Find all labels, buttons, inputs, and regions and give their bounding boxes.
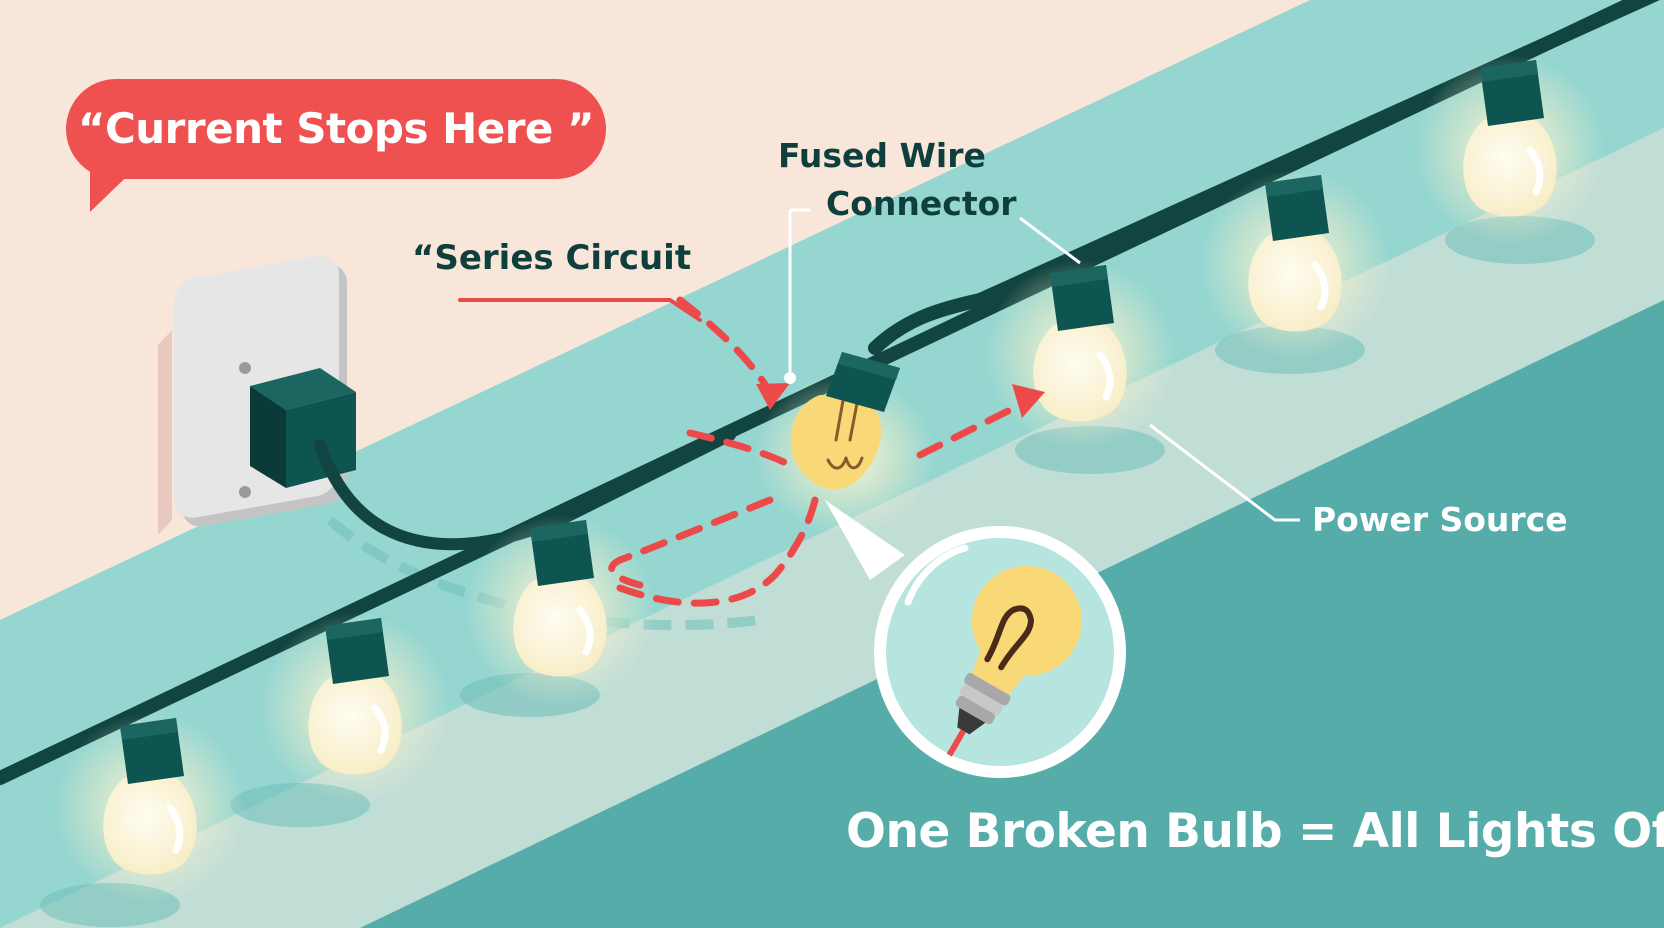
plug-icon	[250, 368, 356, 488]
light-bulb-icon	[465, 515, 655, 705]
label-series-circuit: “Series Circuit	[412, 238, 692, 278]
light-bulb-icon	[55, 713, 245, 903]
leader-lines	[458, 208, 1300, 522]
current-flow-arrows	[608, 296, 1024, 607]
caption: One Broken Bulb = All Lights Off	[846, 804, 1664, 859]
label-fused-wire-line2: Connector	[826, 184, 1017, 223]
light-bulb-icon	[260, 613, 450, 803]
label-fused-wire-line1: Fused Wire	[778, 136, 986, 175]
light-bulb-icon	[1200, 170, 1390, 360]
light-bulb-icon	[1415, 55, 1605, 245]
light-bulb-icon	[985, 260, 1175, 450]
magnifier-icon	[825, 500, 1126, 778]
label-power-source: Power Source	[1312, 500, 1568, 539]
callout-text: “Current Stops Here ”	[77, 104, 595, 153]
callout-bubble	[66, 79, 606, 179]
broken-bulb-icon	[755, 352, 935, 535]
callout-tail	[90, 160, 144, 212]
